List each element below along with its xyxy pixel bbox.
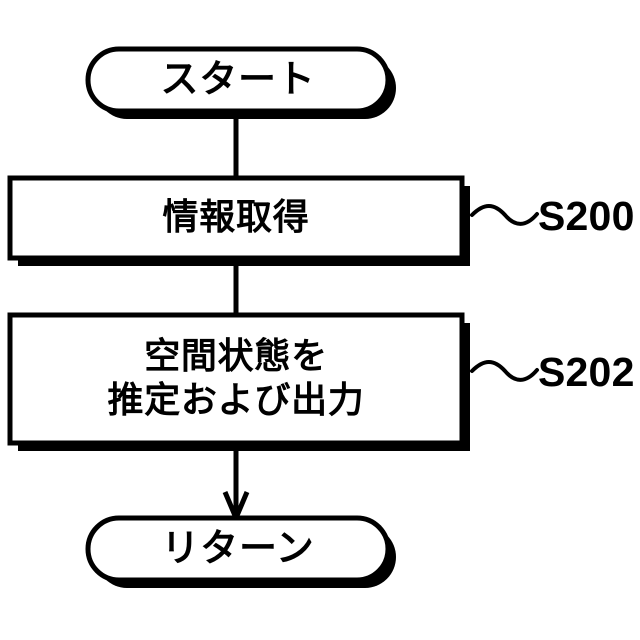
leader-line-s202 xyxy=(470,360,539,382)
start-node-shape xyxy=(85,46,391,114)
leader-line-layer xyxy=(470,204,539,382)
return-node-shape xyxy=(85,515,391,583)
process-s200-shape xyxy=(7,175,465,261)
step-label-s200: S200 xyxy=(538,193,635,239)
step-label-s202: S202 xyxy=(538,349,635,395)
leader-line-s200 xyxy=(470,204,539,226)
process-s202-shape xyxy=(7,312,465,446)
node-shape-layer xyxy=(7,46,465,583)
